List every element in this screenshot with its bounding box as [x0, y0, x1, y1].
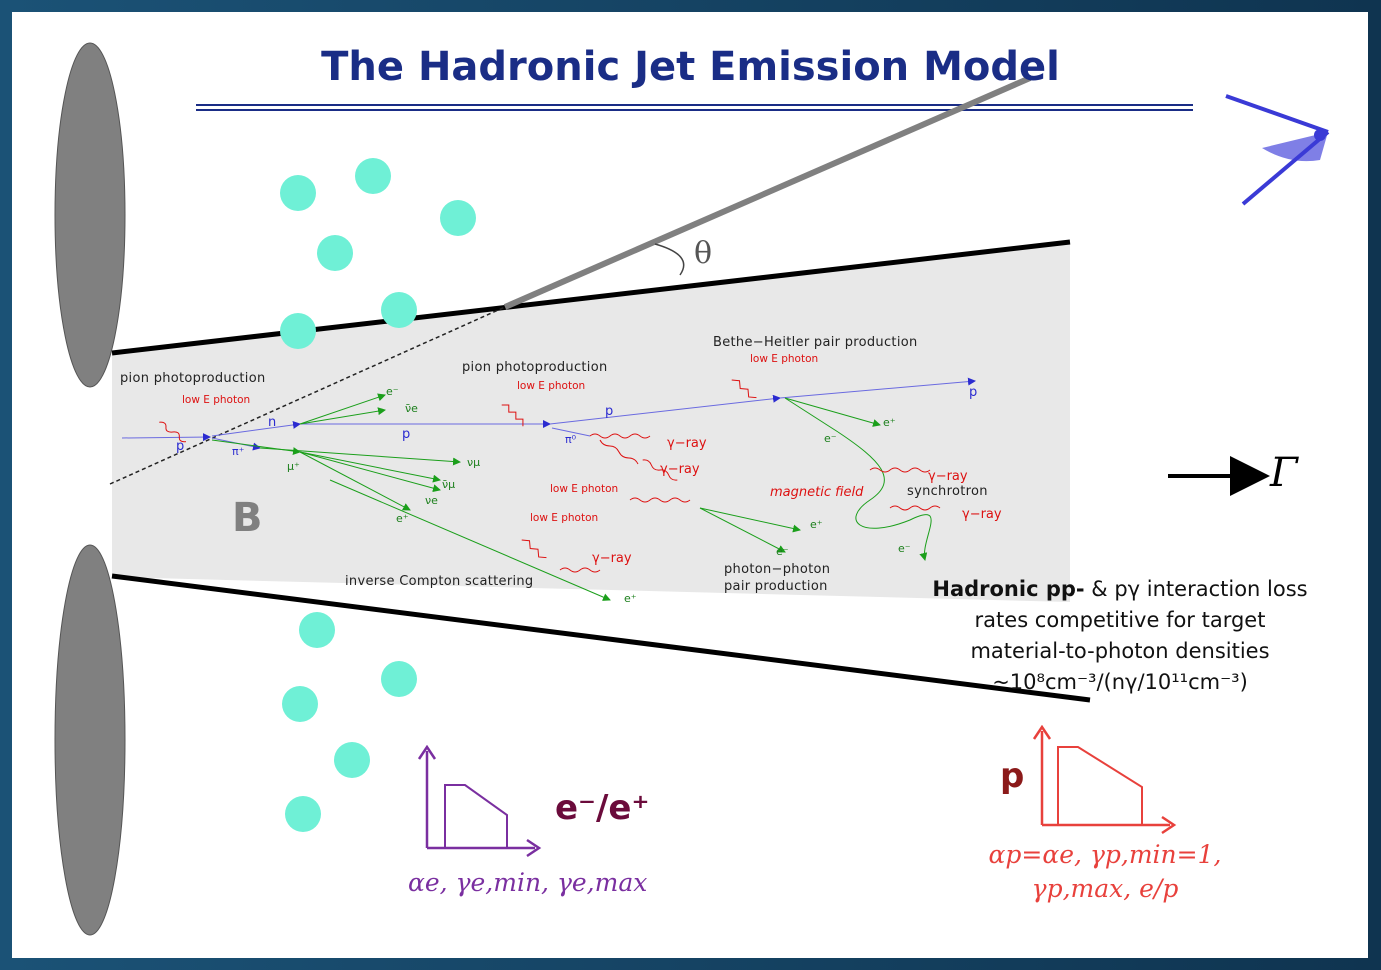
particle-nu-e: νe [425, 494, 438, 507]
particle-mu-plus: μ⁺ [287, 460, 300, 473]
particle-e-minus-1: e⁻ [386, 385, 399, 398]
proton-params-line-2: γp,max, e/p [1031, 874, 1179, 903]
interaction-note: Hadronic pp- & pγ interaction loss rates… [900, 574, 1340, 698]
gamma-ray-3: γ−ray [592, 551, 632, 566]
particle-e-minus-2: e⁻ [824, 432, 837, 445]
pion-photoproduction-2-tracks [501, 377, 976, 465]
jet-cone [112, 243, 1070, 602]
lower-lobe [54, 544, 126, 936]
gamma-ray-2: γ−ray [660, 462, 700, 477]
particle-pi-zero: π⁰ [565, 433, 577, 446]
page-title: The Hadronic Jet Emission Model [321, 44, 1060, 90]
pp-low-e-photon: low E photon [550, 483, 619, 495]
theta-label: θ [694, 236, 713, 271]
note-line-2: rates competitive for target [974, 608, 1266, 632]
particle-e-plus-4: e⁺ [810, 518, 823, 531]
particle-e-minus-3: e⁻ [776, 545, 789, 558]
bethe-heitler-tracks [731, 379, 941, 561]
photon-photon-title-1: photon−photon [724, 562, 831, 577]
pion2-low-e-photon: low E photon [517, 380, 586, 392]
pion-photoproduction-1-tracks [121, 393, 611, 601]
electron-spectrum-plot [417, 745, 542, 858]
proton-spectrum-params: αp=αe, γp,min=1, γp,max, e/p [960, 838, 1250, 906]
particle-e-plus-1: e⁺ [396, 512, 409, 525]
particle-p-3: p [605, 404, 614, 419]
particle-e-minus-4: e⁻ [898, 542, 911, 555]
particle-p-1: p [176, 439, 185, 454]
note-line-4: ~10⁸cm⁻³/(nγ/10¹¹cm⁻³) [992, 670, 1248, 694]
magnetic-field-text: magnetic field [770, 485, 864, 500]
jet-lower-edge [111, 573, 1091, 703]
particle-n: n [268, 415, 277, 430]
gamma-ray-5: γ−ray [962, 507, 1002, 522]
synchrotron-label: synchrotron [907, 484, 988, 499]
bulk-lorentz-label: Γ [1270, 450, 1298, 496]
particle-nu-mu-bar: ν̄μ [442, 478, 456, 491]
particle-p-4: p [969, 385, 978, 400]
pion1-low-e-photon: low E photon [182, 394, 251, 406]
particle-e-plus-2: e⁺ [624, 592, 637, 605]
note-bold: Hadronic pp- [932, 577, 1085, 601]
inverse-compton-title: inverse Compton scattering [345, 574, 534, 589]
proton-spectrum-label: p [1000, 756, 1025, 796]
jet-upper-edge [111, 239, 1071, 356]
photon-photon-title-2: pair production [724, 579, 828, 594]
pair-production-tracks [521, 459, 801, 573]
bh-low-e-photon: low E photon [750, 353, 819, 365]
theta-arc [654, 243, 685, 276]
gamma-ray-4: γ−ray [928, 469, 968, 484]
magnetic-field-label: B [232, 495, 263, 541]
gamma-ray-1: γ−ray [667, 436, 707, 451]
bethe-heitler-title: Bethe−Heitler pair production [713, 335, 918, 350]
target-material-blobs [280, 158, 476, 832]
electron-spectrum-label: e⁻/e⁺ [555, 788, 650, 828]
observer-eye-icon [1225, 94, 1330, 206]
note-line-1: Hadronic pp- & pγ interaction loss [900, 574, 1340, 605]
proton-params-line-1: αp=αe, γp,min=1, [988, 840, 1222, 869]
line-of-sight [503, 75, 1032, 310]
note-line-3: material-to-photon densities [970, 639, 1270, 663]
ic-low-e-photon: low E photon [530, 512, 599, 524]
particle-p-2: p [402, 427, 411, 442]
particle-e-plus-3: e⁺ [883, 416, 896, 429]
particle-nu-mu: νμ [467, 456, 481, 469]
pion-photoproduction-1-title: pion photoproduction [120, 371, 266, 386]
electron-spectrum-params: αe, γe,min, γe,max [408, 868, 648, 897]
line-of-sight-dashed [109, 306, 506, 485]
particle-pi-plus: π⁺ [232, 445, 245, 458]
particle-nu-e-bar: ν̄e [405, 402, 418, 415]
proton-spectrum-plot [1032, 725, 1177, 835]
pion-photoproduction-2-title: pion photoproduction [462, 360, 608, 375]
note-line-1-rest: & pγ interaction loss [1084, 577, 1308, 601]
upper-lobe [54, 42, 126, 388]
